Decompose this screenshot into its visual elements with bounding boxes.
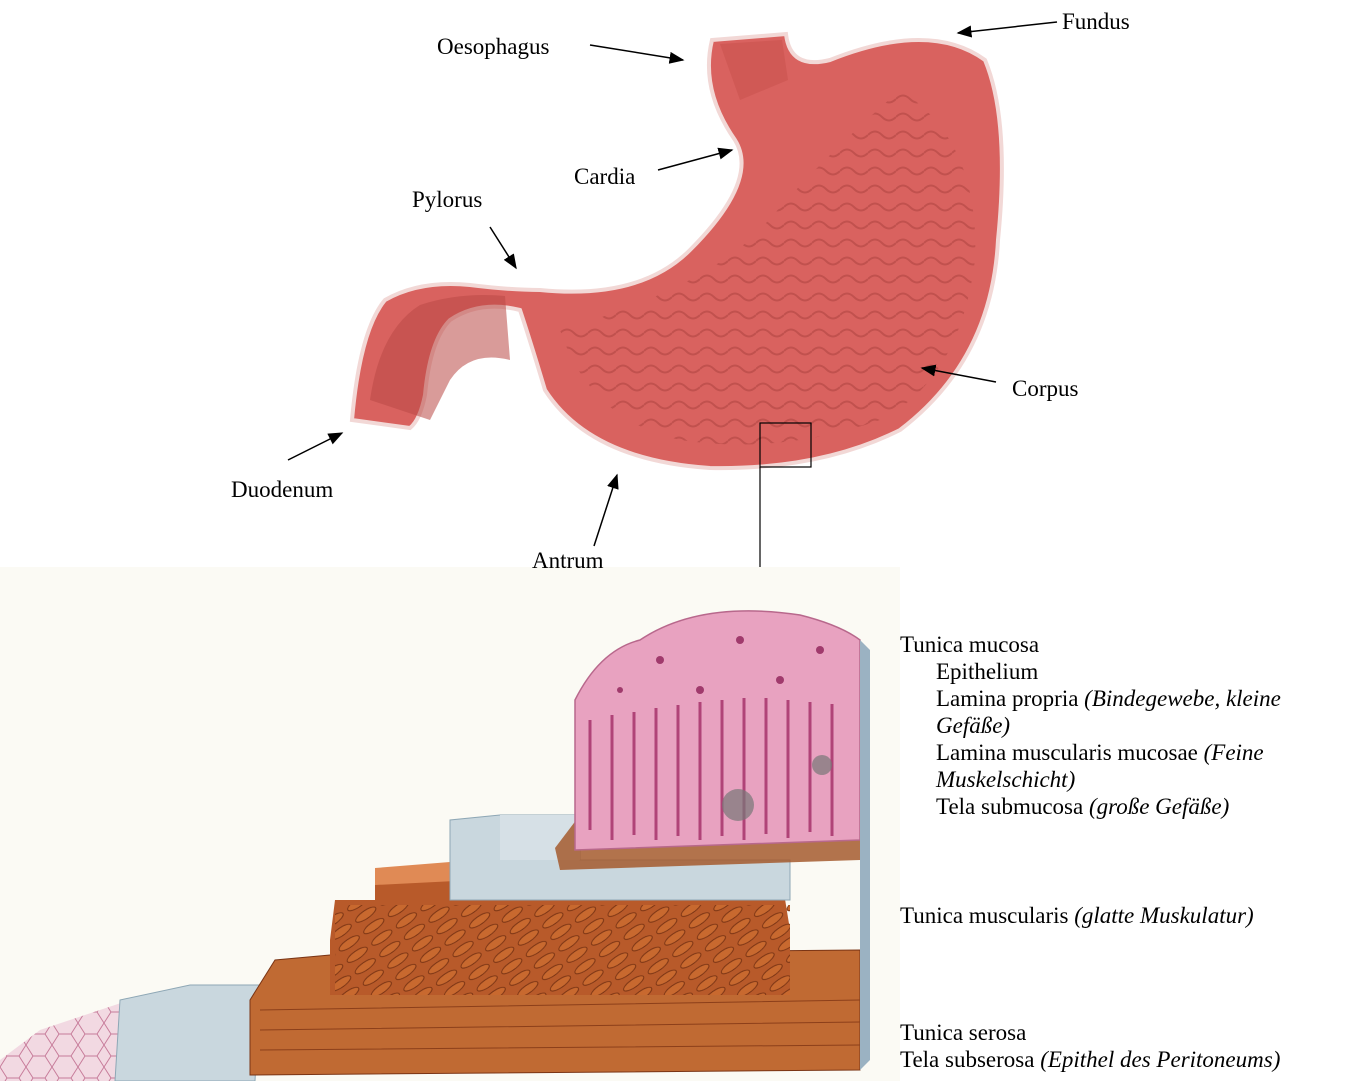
label-duodenum: Duodenum	[231, 477, 333, 503]
legend-tunica-serosa: Tunica serosa	[900, 1019, 1280, 1046]
legend-mucosa-group: Tunica mucosa Epithelium Lamina propria …	[900, 631, 1356, 820]
legend-tunica-mucosa: Tunica mucosa	[900, 631, 1356, 658]
legend-epithelium: Epithelium	[900, 658, 1356, 685]
legend-serosa-group: Tunica serosa Tela subserosa (Epithel de…	[900, 1019, 1280, 1073]
legend-tela-submucosa: Tela submucosa (große Gefäße)	[900, 793, 1356, 820]
legend-tela-subserosa: Tela subserosa (Epithel des Peritoneums)	[900, 1046, 1280, 1073]
label-oesophagus: Oesophagus	[437, 34, 549, 60]
label-corpus: Corpus	[1012, 376, 1078, 402]
legend-tunica-muscularis: Tunica muscularis (glatte Muskulatur)	[900, 902, 1254, 929]
label-fundus: Fundus	[1062, 9, 1130, 35]
legend-lamina-propria: Lamina propria (Bindegewebe, kleine Gefä…	[900, 685, 1356, 739]
label-pylorus: Pylorus	[412, 187, 482, 213]
label-antrum: Antrum	[532, 548, 604, 574]
label-cardia: Cardia	[574, 164, 635, 190]
wall-cross-section	[0, 567, 900, 1081]
legend-lamina-muscularis: Lamina muscularis mucosae (Feine Muskels…	[900, 739, 1356, 793]
stomach-drawing	[352, 34, 1002, 578]
